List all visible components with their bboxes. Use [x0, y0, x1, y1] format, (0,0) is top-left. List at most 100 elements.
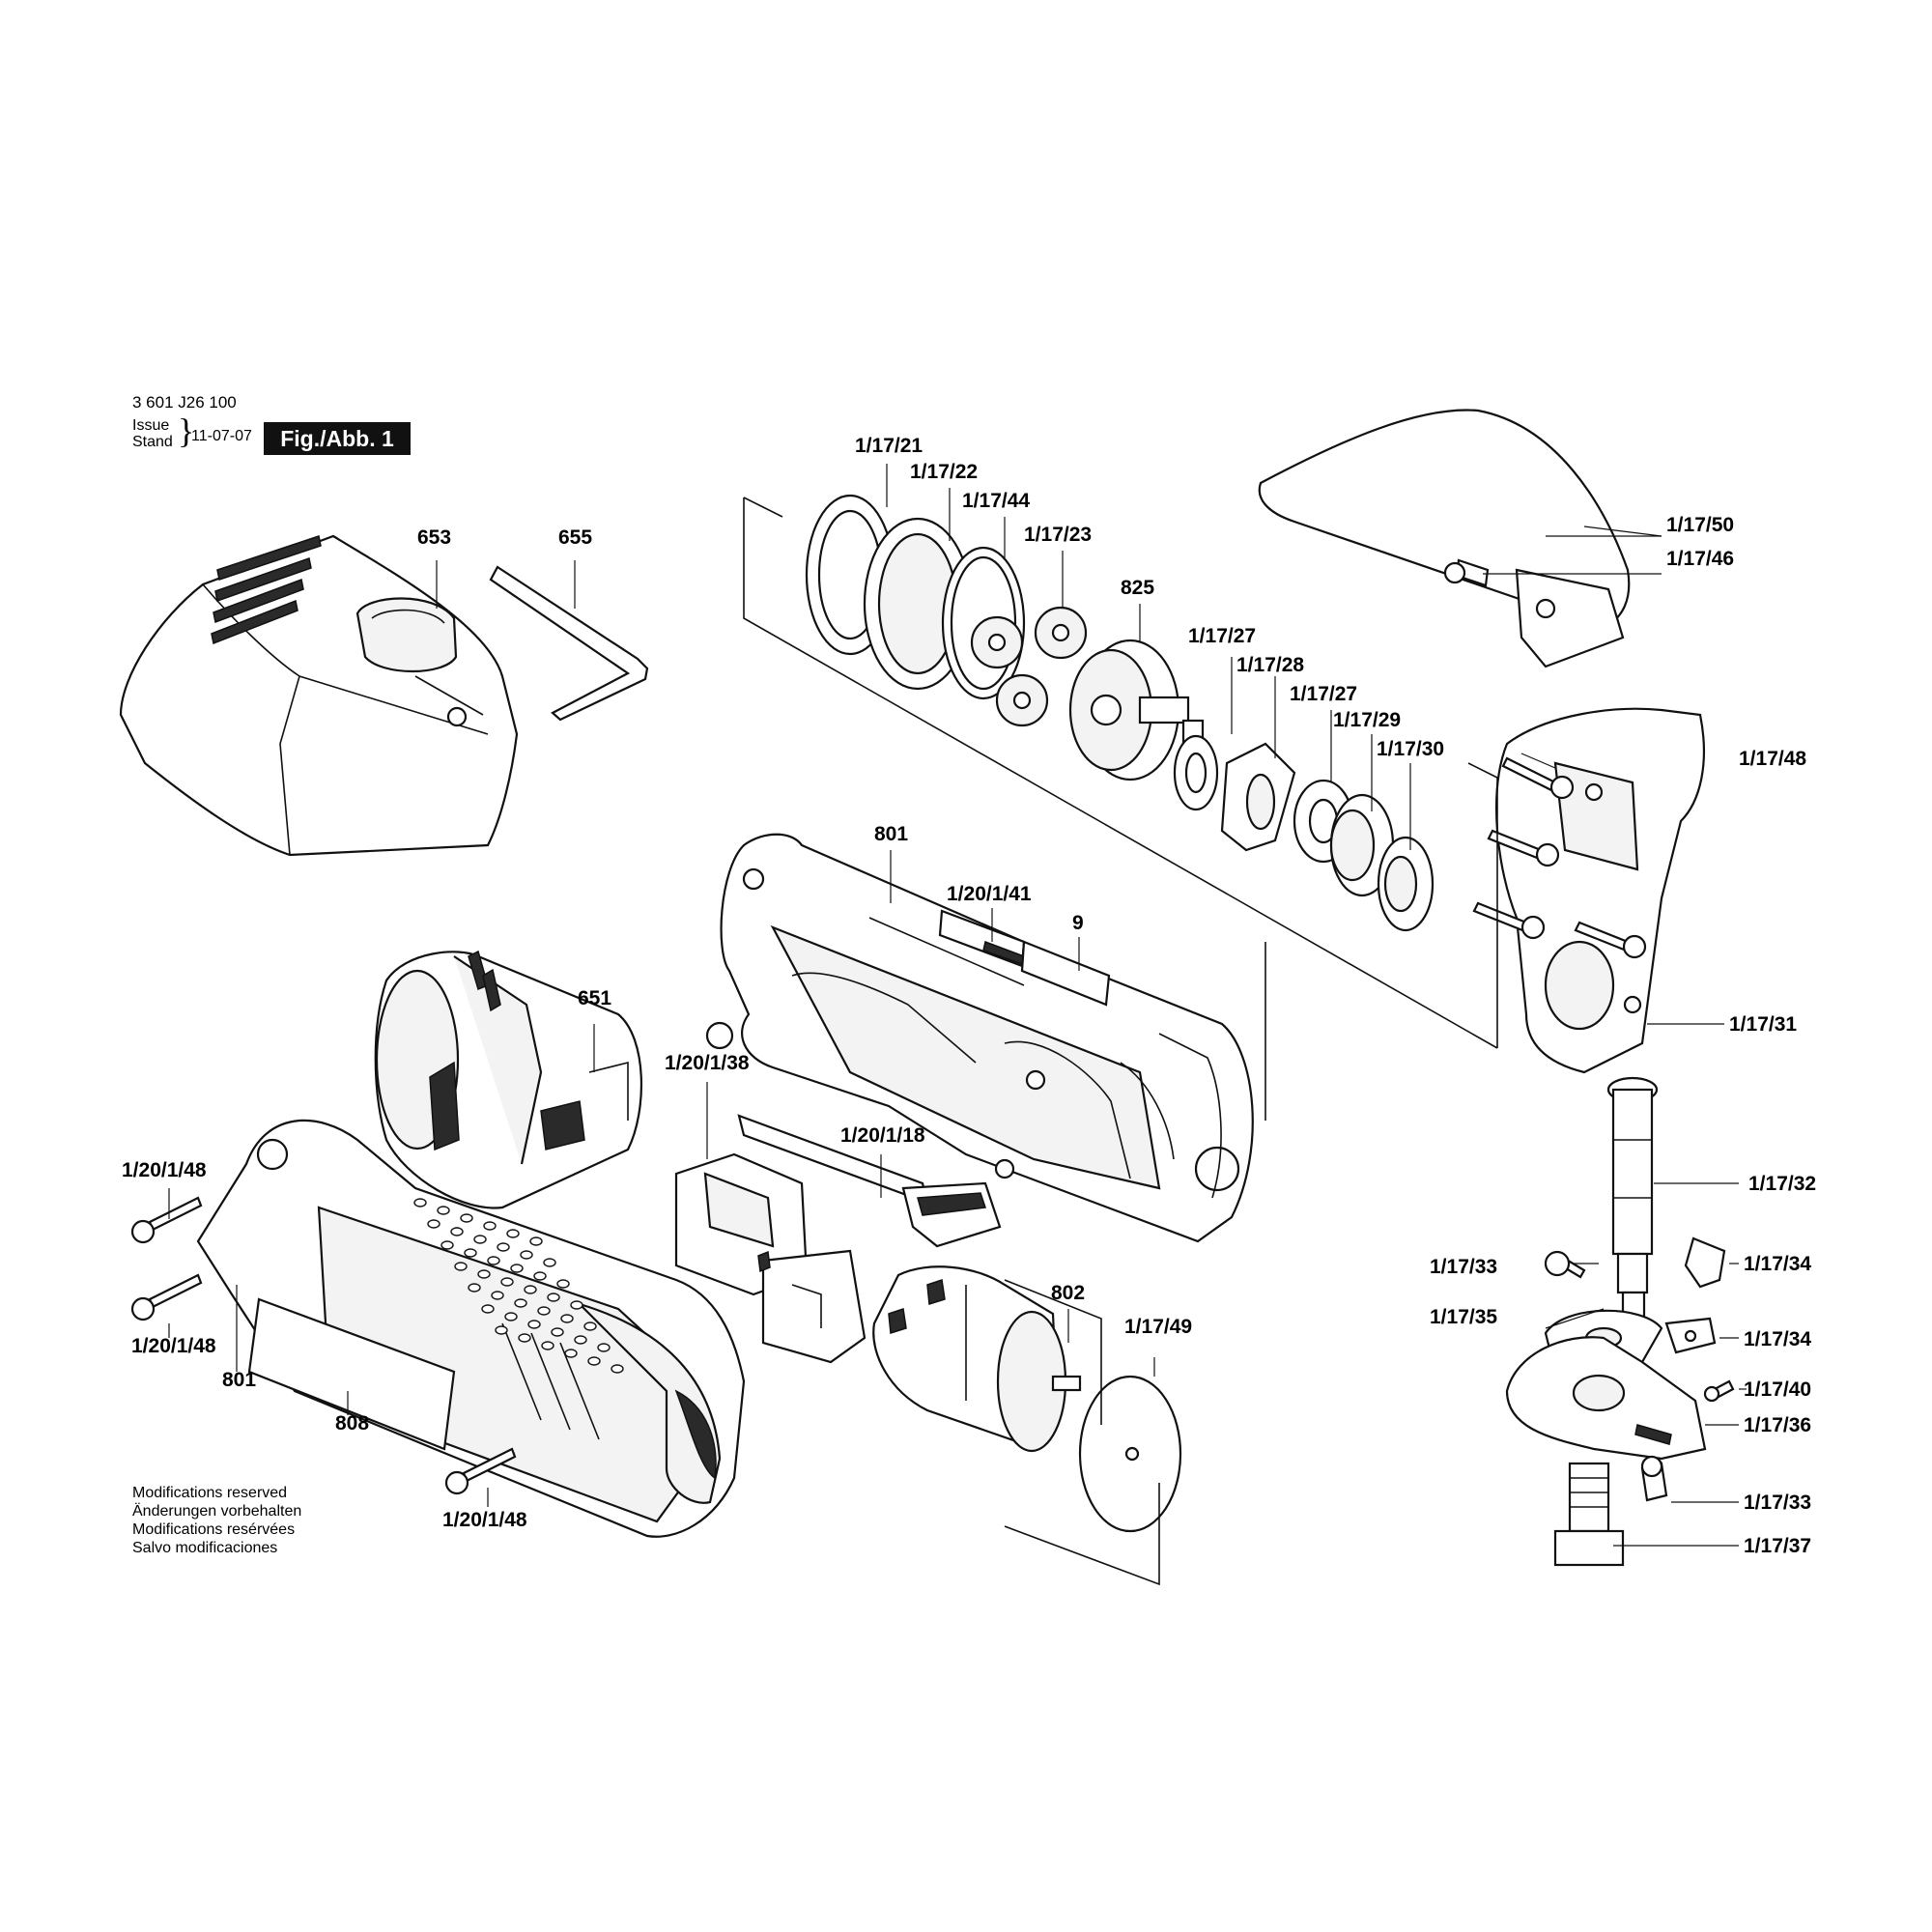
carrier-part [1068, 639, 1205, 781]
callout-1-20-1-38: 1/20/1/38 [665, 1052, 750, 1074]
callout-1-20-1-41: 1/20/1/41 [947, 883, 1032, 905]
callout-1-17-27-a: 1/17/27 [1188, 625, 1256, 647]
hex-key-part [489, 565, 649, 722]
vent-hole [483, 1221, 497, 1231]
callout-1-17-28: 1/17/28 [1236, 654, 1304, 676]
callout-1-17-44: 1/17/44 [962, 490, 1030, 512]
callout-1-17-40: 1/17/40 [1744, 1378, 1811, 1401]
callout-1-17-46: 1/17/46 [1666, 548, 1734, 570]
vent-hole [437, 1206, 450, 1215]
vent-hole [570, 1300, 583, 1310]
callout-1-17-50: 1/17/50 [1666, 514, 1734, 536]
vent-hole [440, 1240, 454, 1250]
vent-hole [504, 1312, 518, 1321]
callout-1-17-21: 1/17/21 [855, 435, 923, 457]
callout-1-17-48: 1/17/48 [1739, 748, 1806, 770]
callout-1-17-35: 1/17/35 [1430, 1306, 1497, 1328]
callout-801-bottom: 801 [222, 1369, 256, 1391]
callout-1-17-30: 1/17/30 [1377, 738, 1444, 760]
vent-hole [524, 1285, 537, 1294]
vent-hole [506, 1229, 520, 1238]
vent-hole [527, 1320, 541, 1329]
vent-hole [500, 1277, 514, 1287]
note-es: Salvo modificaciones [132, 1540, 278, 1556]
callout-1-17-23: 1/17/23 [1024, 524, 1092, 546]
vent-hole [611, 1364, 624, 1374]
slide-part [737, 1114, 1002, 1248]
callout-1-17-29: 1/17/29 [1333, 709, 1401, 731]
callout-1-17-36: 1/17/36 [1744, 1414, 1811, 1436]
vent-hole [514, 1298, 527, 1308]
eccentric-bearings-part [1173, 734, 1435, 932]
callout-808: 808 [335, 1412, 369, 1435]
vent-hole [551, 1327, 564, 1337]
callout-1-20-1-48-c: 1/20/1/48 [442, 1509, 527, 1531]
housing-bottom-part [196, 1119, 746, 1538]
vent-hole [491, 1291, 504, 1300]
vent-hole [556, 1279, 570, 1289]
callout-802: 802 [1051, 1282, 1085, 1304]
lower-screw-bolt [1553, 1455, 1668, 1567]
vent-hole [574, 1335, 587, 1345]
modification-notes: Modifications reserved Änderungen vorbeh… [132, 1484, 301, 1557]
battery-part [374, 950, 643, 1209]
screws-1-20-1-48 [130, 1196, 517, 1495]
callout-1-17-27-b: 1/17/27 [1290, 683, 1357, 705]
drawing-number: 3 601 J26 100 [132, 393, 237, 412]
vent-hole [468, 1283, 481, 1293]
vent-hole [520, 1250, 533, 1260]
vent-hole [547, 1293, 560, 1302]
callout-655: 655 [558, 526, 592, 549]
vent-hole [481, 1304, 495, 1314]
issue-label-en: Issue [132, 417, 170, 434]
callout-labels: 653 655 651 801 1/20/1/41 9 1/20/1/38 1/… [122, 435, 1816, 1557]
switch-part [674, 1152, 867, 1364]
vent-hole [450, 1227, 464, 1236]
issue-date: 11-07-07 [191, 428, 252, 444]
note-fr: Modifications resérvées [132, 1521, 296, 1538]
small-screws-clips [1544, 1236, 1735, 1403]
vent-hole [529, 1236, 543, 1246]
vent-hole [597, 1343, 611, 1352]
housing-top-part [705, 833, 1254, 1243]
vent-hole [541, 1341, 554, 1350]
vent-hole [413, 1198, 427, 1208]
vent-hole [543, 1258, 556, 1267]
cover-part [1258, 409, 1631, 668]
vent-hole [518, 1333, 531, 1343]
screws-1-17-48 [1472, 756, 1647, 959]
callout-1-20-1-48-b: 1/20/1/48 [131, 1335, 216, 1357]
callout-1-20-1-18: 1/20/1/18 [840, 1124, 925, 1147]
callout-1-20-1-48-a: 1/20/1/48 [122, 1159, 207, 1181]
callout-1-17-32: 1/17/32 [1748, 1173, 1816, 1195]
vent-hole [464, 1248, 477, 1258]
vent-hole [460, 1213, 473, 1223]
callout-1-17-22: 1/17/22 [910, 461, 978, 483]
vent-hole [477, 1269, 491, 1279]
callout-1-17-49: 1/17/49 [1124, 1316, 1192, 1338]
punch-part [1606, 1076, 1659, 1333]
brace-glyph: } [178, 412, 195, 450]
callout-651: 651 [578, 987, 611, 1009]
callout-9: 9 [1072, 912, 1084, 934]
vent-hole [454, 1262, 468, 1271]
disc-part [1078, 1375, 1182, 1533]
vent-hole [487, 1256, 500, 1265]
callout-653: 653 [417, 526, 451, 549]
vent-hole [564, 1349, 578, 1358]
callout-1-17-33-b: 1/17/33 [1744, 1492, 1811, 1514]
vent-hole [473, 1235, 487, 1244]
label-808-sticker [247, 1297, 456, 1451]
vent-hole [537, 1306, 551, 1316]
vent-hole [497, 1242, 510, 1252]
charger-part [119, 534, 519, 857]
vent-hole [560, 1314, 574, 1323]
callout-1-17-37: 1/17/37 [1744, 1535, 1811, 1557]
vent-hole [495, 1325, 508, 1335]
callout-1-17-33-a: 1/17/33 [1430, 1256, 1497, 1278]
head-part [1495, 707, 1706, 1074]
callout-801-top: 801 [874, 823, 908, 845]
callout-1-17-34-b: 1/17/34 [1744, 1328, 1811, 1350]
note-de: Änderungen vorbehalten [132, 1503, 302, 1520]
